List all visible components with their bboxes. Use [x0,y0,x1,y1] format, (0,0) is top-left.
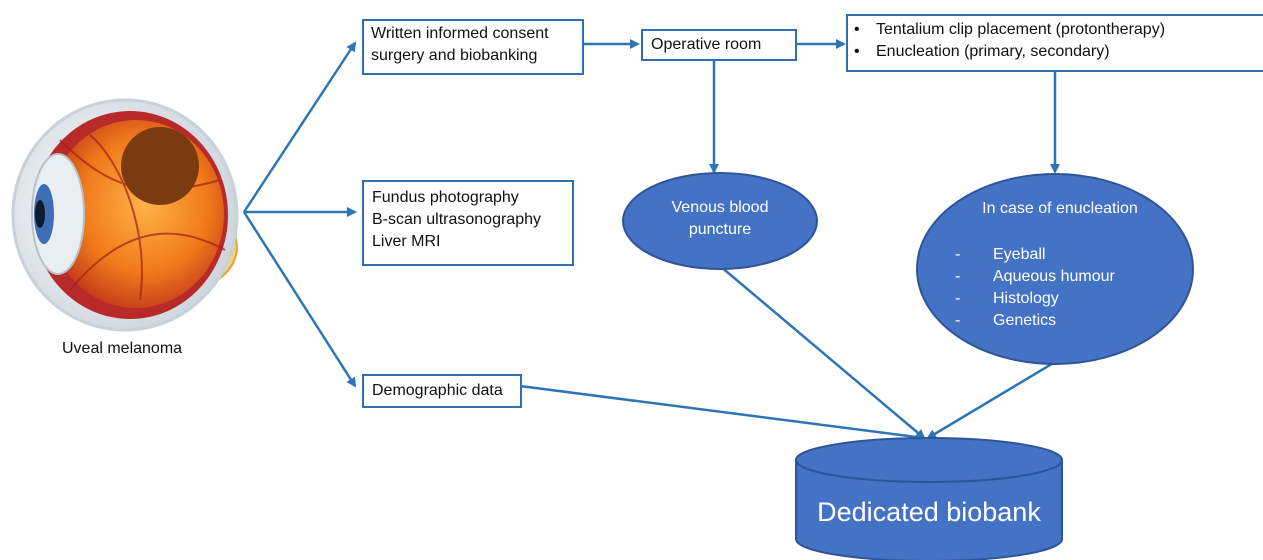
arrow-eye-to-consent [242,41,357,213]
procedures-list: • Tentalium clip placement (protontherap… [854,19,1263,63]
operative-room-label: Operative room [651,36,762,53]
list-item: - Eyeball [955,244,1155,266]
arrow-venous-to-biobank [719,265,926,440]
eye-illustration [11,98,239,332]
list-item: - Genetics [955,310,1155,332]
enucleation-ellipse-title: In case of enucleation [982,200,1138,217]
enucleation-ellipse-shape [916,173,1194,365]
dash-marker: - [955,312,961,329]
arrow-demographic-to-biobank [519,384,926,442]
list-item: - Aqueous humour [955,266,1155,288]
demographic-label: Demographic data [372,382,503,399]
list-item: • Enucleation (primary, secondary) [854,41,1263,63]
imaging-line-3: Liver MRI [372,233,441,250]
demographic-box: Demographic data [362,374,522,408]
operative-room-box: Operative room [641,29,797,61]
enucleation-item-3: Histology [993,290,1059,307]
tumor-mark [121,127,199,205]
enucleation-item-2: Aqueous humour [993,268,1115,285]
consent-line-2: surgery and biobanking [371,47,538,64]
imaging-box: Fundus photography B-scan ultrasonograph… [362,180,574,266]
bullet-marker: • [854,43,860,60]
enucleation-item-4: Genetics [993,312,1057,329]
dash-marker: - [955,246,961,263]
enucleation-list: - Eyeball - Aqueous humour - Histology - Gen… [955,244,1155,332]
biobank-cylinder [795,437,1063,560]
list-item: • Tentalium clip placement (protontherap… [854,19,1263,41]
dash-marker: - [955,290,961,307]
arrow-enucleation-to-biobank [926,360,1056,440]
procedure-item-2: Enucleation (primary, secondary) [876,43,1110,60]
enucleation-ellipse-list-wrap: - Eyeball - Aqueous humour - Histology - Gen… [955,244,1155,332]
venous-line-2: puncture [688,221,752,238]
dash-marker: - [955,268,961,285]
consent-line-1: Written informed consent [371,25,549,42]
list-item: - Histology [955,288,1155,310]
procedure-item-1: Tentalium clip placement (protontherapy) [876,21,1166,38]
imaging-line-1: Fundus photography [372,189,519,206]
bullet-marker: • [854,21,860,38]
venous-ellipse-text: Venous blood puncture [640,197,800,241]
procedures-box: • Tentalium clip placement (protontherap… [846,14,1263,72]
venous-line-1: Venous blood [671,199,769,216]
venous-ellipse-shape [622,172,818,270]
imaging-line-2: B-scan ultrasonography [372,211,541,228]
arrow-eye-to-demographic [242,211,357,388]
biobank-label: Dedicated biobank [817,497,1041,527]
enucleation-item-1: Eyeball [993,246,1046,263]
consent-box: Written informed consent surgery and bio… [362,19,584,75]
eye-label: Uveal melanoma [62,340,183,357]
